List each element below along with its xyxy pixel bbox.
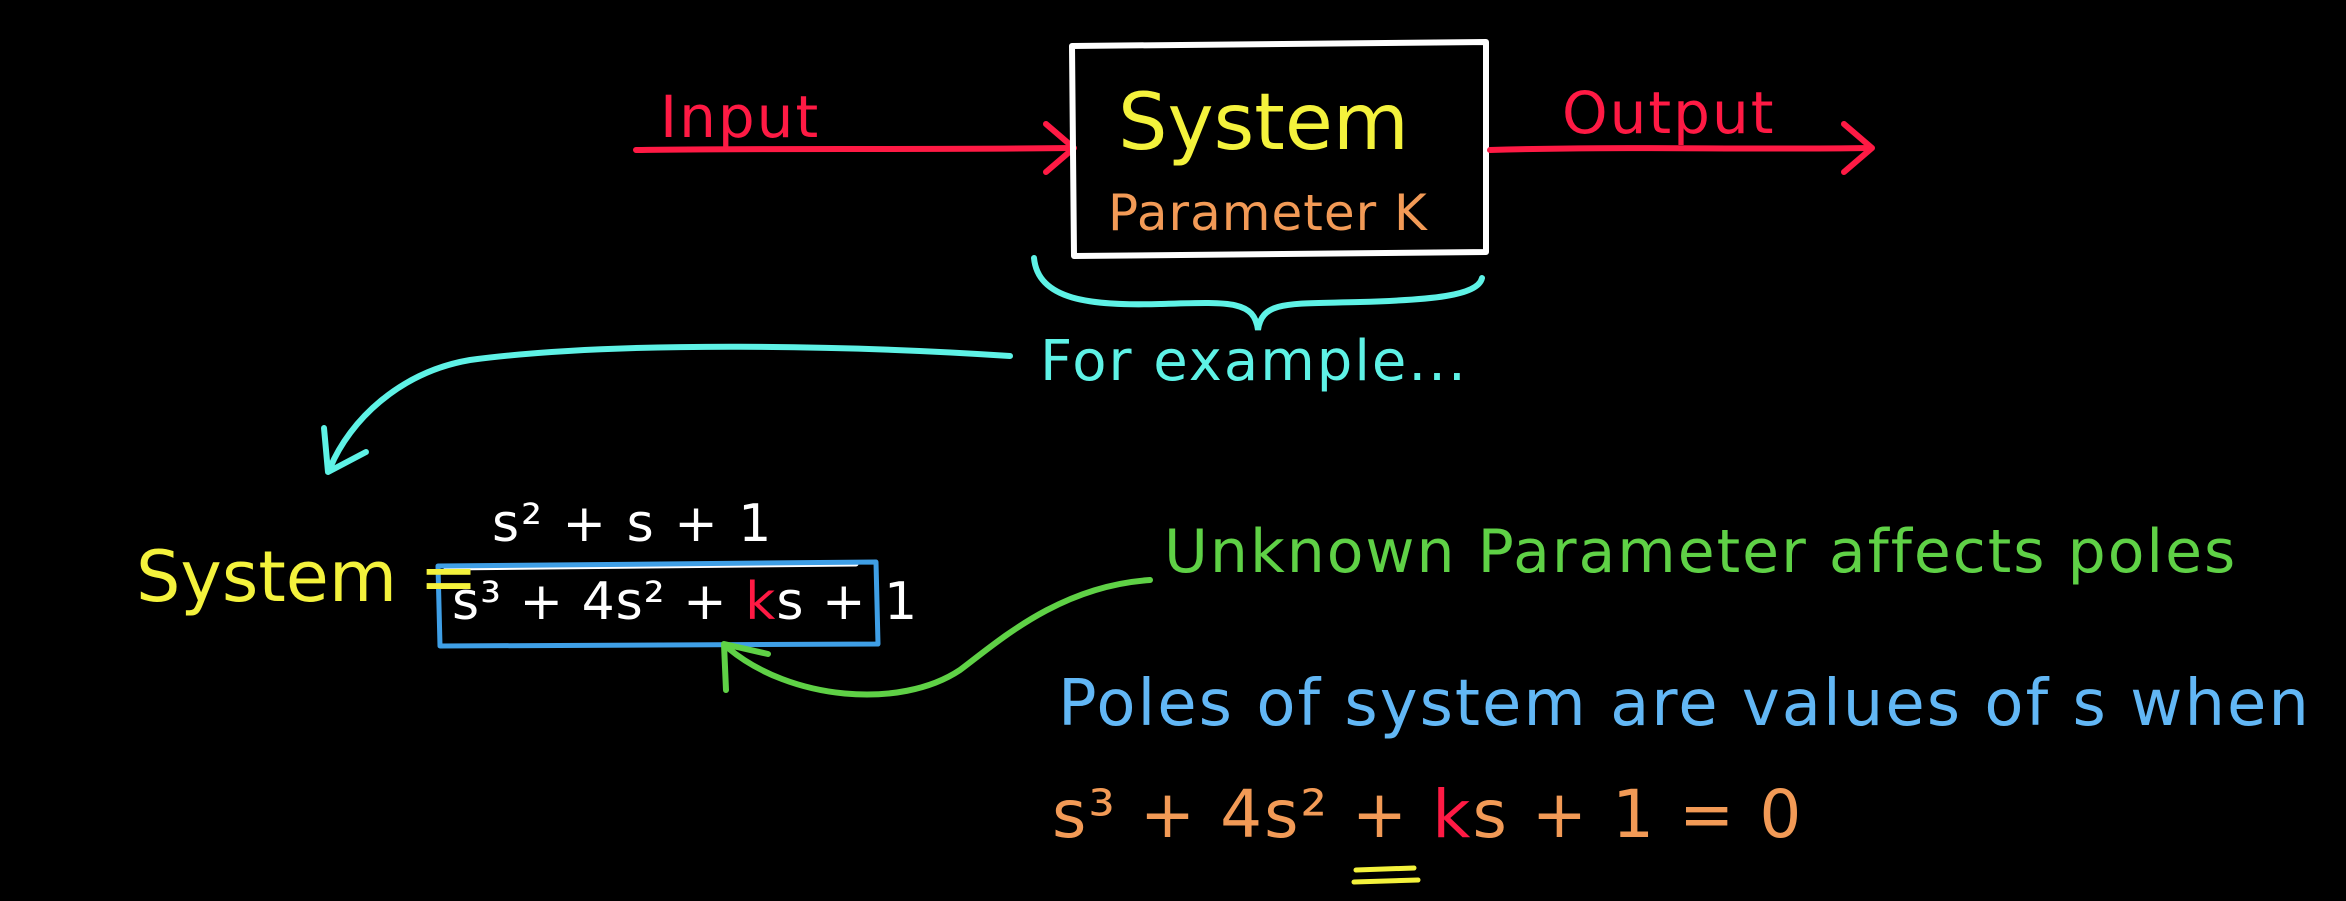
output-arrow [1487,145,1873,153]
output-label: Output [1562,79,1776,147]
output-arrowhead [1841,121,1875,175]
numerator: s² + s + 1 [492,494,774,554]
curly-brace [1031,255,1485,331]
denominator: s³ + 4s² + ks + 1 [452,576,918,628]
brace-caption: For example... [1040,329,1468,394]
example-arrow [327,343,1013,471]
denominator-k: k [745,572,777,632]
denominator-part1: s³ + 4s² + [452,572,746,632]
block-parameter: Parameter K [1108,184,1428,242]
char-eq-k: k [1432,776,1473,853]
annotation-arrow [725,577,1153,698]
system-block [1069,39,1489,259]
transfer-function-lhs: System = [136,536,478,618]
characteristic-equation: s³ + 4s² + ks + 1 = 0 [1052,782,1803,848]
annotation-text: Unknown Parameter affects poles [1164,517,2238,587]
denominator-part2: s + 1 [776,572,919,632]
k-underline-2 [1351,877,1421,885]
poles-statement: Poles of system are values of s when [1058,667,2311,741]
input-arrow [633,145,1075,153]
char-eq-part1: s³ + 4s² + [1052,776,1433,853]
k-underline-1 [1353,865,1417,873]
annotation-arrowhead [721,641,771,693]
block-title: System [1118,78,1409,168]
char-eq-part2: s + 1 = 0 [1472,776,1804,853]
input-label: Input [660,83,821,151]
example-arrowhead [321,425,369,475]
denominator-box [435,559,881,649]
